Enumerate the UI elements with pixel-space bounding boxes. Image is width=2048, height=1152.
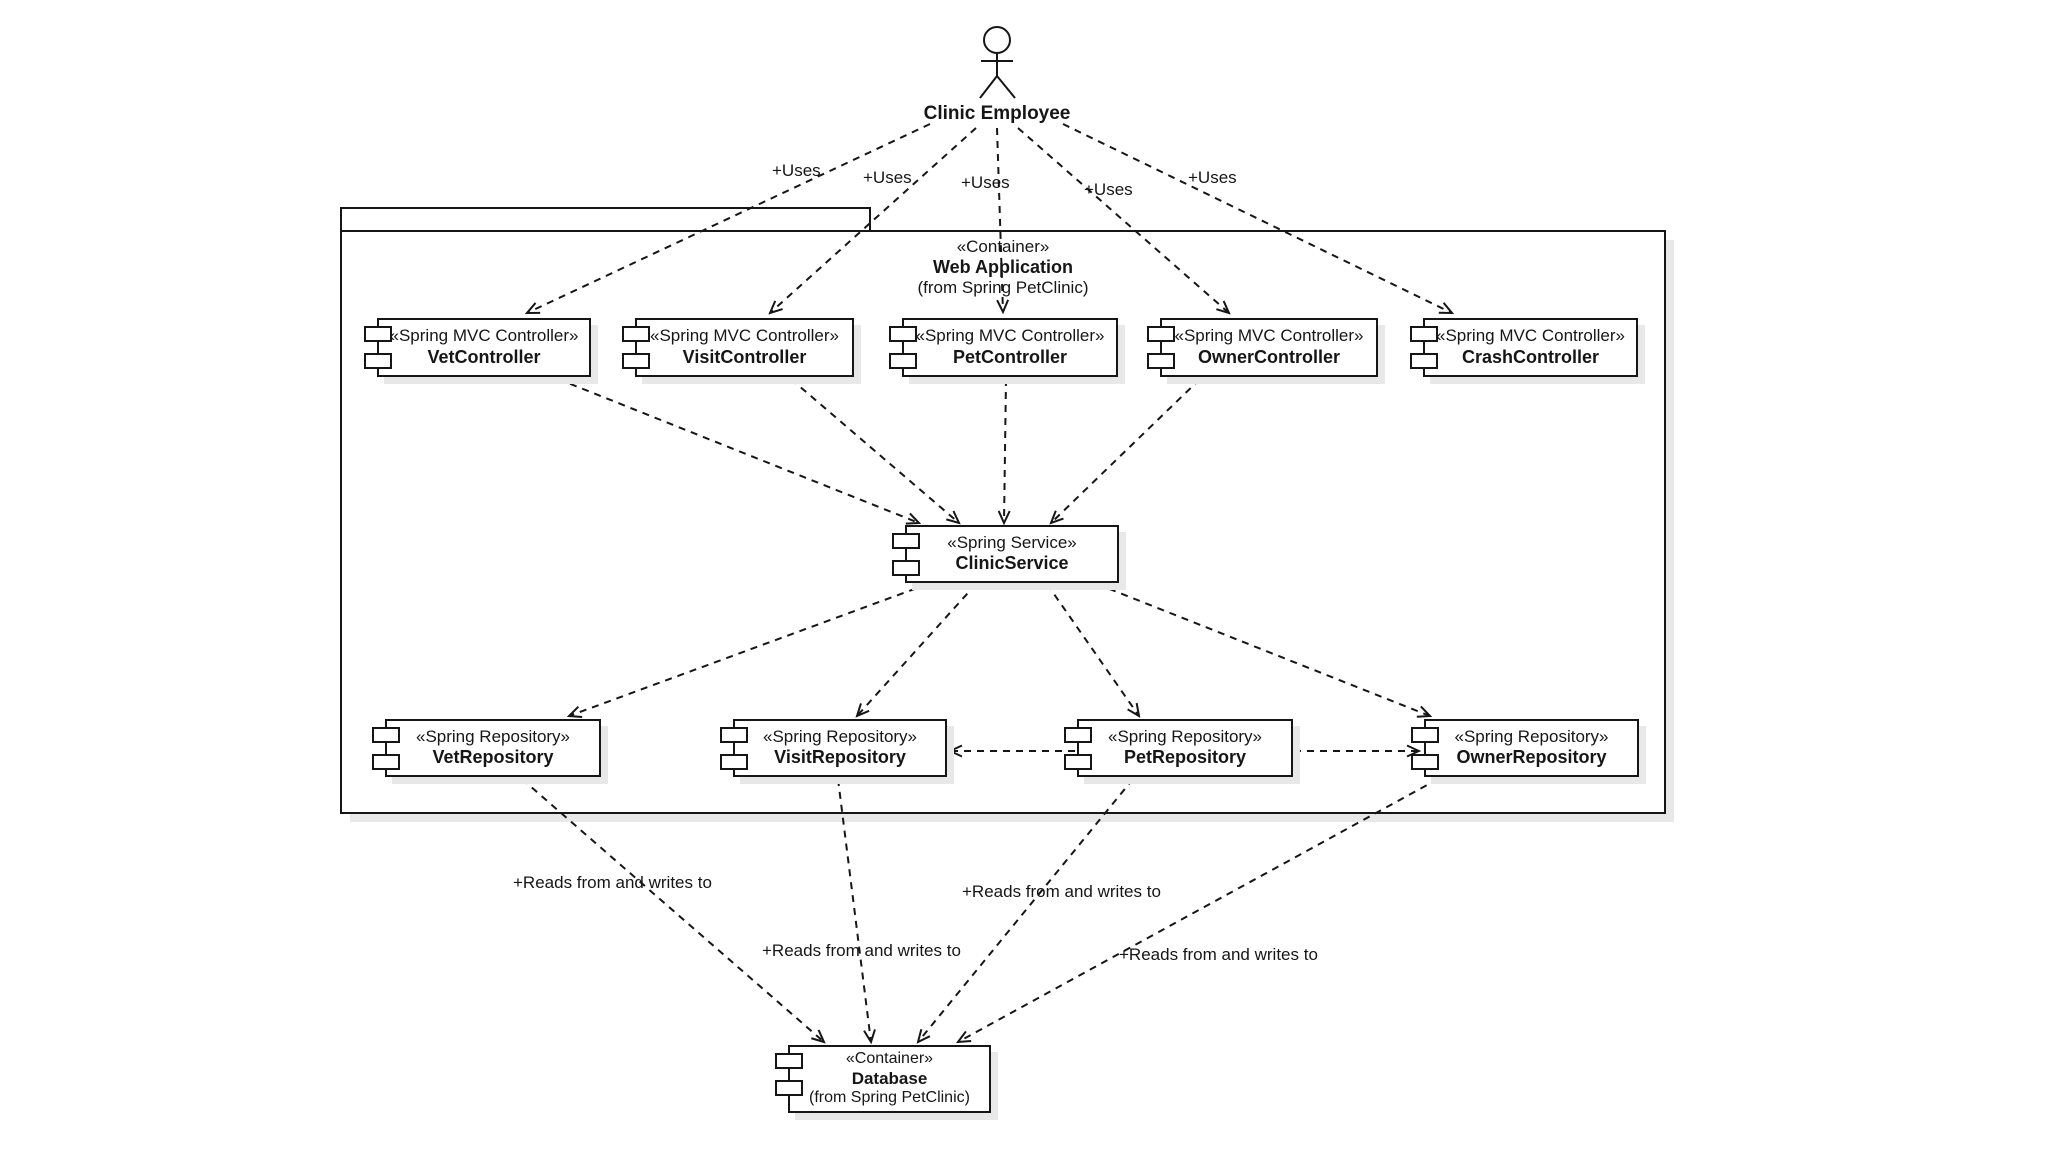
edge-clinicservice-ownerrepository	[1096, 583, 1430, 716]
component-icon	[364, 320, 392, 375]
component-icon	[372, 721, 400, 775]
component-name: CrashController	[1461, 346, 1600, 367]
edge-petrepository-database	[918, 778, 1134, 1042]
component-visitcontroller: «Spring MVC Controller» VisitController	[622, 318, 854, 377]
component-icon	[720, 721, 748, 775]
edge-ownerrepository-database	[958, 778, 1439, 1042]
stereotype: «Spring Service»	[947, 532, 1077, 552]
edge-uses-vetcontroller	[527, 123, 931, 313]
component-icon	[1411, 721, 1439, 775]
component-icon	[622, 320, 650, 375]
web-application-name: Web Application	[932, 257, 1073, 278]
stereotype: «Spring MVC Controller»	[915, 326, 1105, 346]
component-icon	[1147, 320, 1175, 375]
component-name: OwnerRepository	[1456, 747, 1607, 768]
component-icon	[889, 320, 917, 375]
edge-label-uses-1: +Uses	[772, 161, 821, 180]
component-vetrepository: «Spring Repository» VetRepository	[372, 719, 601, 777]
stereotype: «Spring Repository»	[1107, 726, 1263, 746]
stereotype: «Spring MVC Controller»	[1436, 326, 1625, 346]
component-petrepository: «Spring Repository» PetRepository	[1064, 719, 1293, 777]
component-crashcontroller: «Spring MVC Controller» CrashController	[1410, 318, 1638, 377]
stereotype: «Spring MVC Controller»	[389, 326, 579, 346]
web-application-label: «Container» Web Application (from Spring…	[870, 237, 1136, 298]
actor-head	[983, 26, 1011, 54]
stereotype: «Spring MVC Controller»	[650, 326, 839, 346]
actor-leg-right	[996, 75, 1016, 99]
actor-leg-left	[979, 75, 998, 99]
edge-vetcontroller-clinicservice	[557, 378, 919, 523]
edge-clinicservice-petrepository	[1046, 583, 1139, 716]
web-application-stereotype: «Container»	[956, 237, 1050, 256]
edge-label-uses-4: +Uses	[1084, 180, 1133, 199]
stereotype: «Spring Repository»	[762, 726, 918, 746]
component-ownercontroller: «Spring MVC Controller» OwnerController	[1147, 318, 1378, 377]
actor-figure	[979, 26, 1016, 99]
component-ownerrepository: «Spring Repository» OwnerRepository	[1411, 719, 1639, 777]
container-shadow-right	[1666, 240, 1674, 822]
component-visitrepository: «Spring Repository» VisitRepository	[720, 719, 947, 777]
edge-visitcontroller-clinicservice	[790, 378, 959, 523]
component-petcontroller: «Spring MVC Controller» PetController	[889, 318, 1118, 377]
component-name: PetRepository	[1123, 747, 1247, 768]
component-name: ClinicService	[955, 553, 1069, 574]
database-name: Database	[851, 1068, 928, 1088]
stereotype: «Spring Repository»	[1454, 726, 1609, 746]
component-name: PetController	[952, 346, 1067, 367]
edge-label-uses-3: +Uses	[961, 173, 1010, 192]
component-icon	[1064, 721, 1092, 775]
container-shadow-bottom	[350, 814, 1674, 822]
web-application-container-frame	[340, 230, 1666, 814]
stereotype: «Spring Repository»	[415, 726, 571, 746]
component-icon	[775, 1047, 803, 1111]
component-name: OwnerController	[1197, 346, 1340, 367]
component-name: VetRepository	[432, 747, 554, 768]
database-origin: (from Spring PetClinic)	[809, 1089, 970, 1107]
stereotype: «Spring MVC Controller»	[1174, 326, 1364, 346]
component-database: «Container» Database (from Spring PetCli…	[775, 1045, 991, 1113]
web-application-origin: (from Spring PetClinic)	[917, 278, 1089, 298]
edge-clinicservice-vetrepository	[569, 583, 929, 716]
component-name: VisitRepository	[774, 747, 906, 768]
edge-label-reads-1: +Reads from and writes to	[513, 873, 712, 892]
actor-label: Clinic Employee	[923, 103, 1071, 124]
edge-label-uses-2: +Uses	[863, 168, 912, 187]
component-icon	[1410, 320, 1438, 375]
component-icon	[892, 527, 920, 581]
edge-vetrepository-database	[521, 778, 824, 1042]
component-name: VisitController	[682, 346, 807, 367]
component-vetcontroller: «Spring MVC Controller» VetController	[364, 318, 591, 377]
edge-visitrepository-database	[837, 778, 871, 1042]
edge-petcontroller-clinicservice	[1004, 378, 1006, 523]
edge-label-reads-3: +Reads from and writes to	[962, 882, 1161, 901]
edge-clinicservice-visitrepository	[857, 583, 977, 716]
database-stereotype: «Container»	[845, 1050, 934, 1068]
edge-uses-petcontroller	[996, 127, 1003, 312]
edge-ownercontroller-clinicservice	[1051, 378, 1201, 523]
component-name: VetController	[427, 346, 541, 367]
edge-label-reads-4: +Reads from and writes to	[1119, 945, 1318, 964]
edge-label-reads-2: +Reads from and writes to	[762, 941, 961, 960]
component-clinicservice: «Spring Service» ClinicService	[892, 525, 1119, 583]
edge-label-uses-5: +Uses	[1188, 168, 1237, 187]
